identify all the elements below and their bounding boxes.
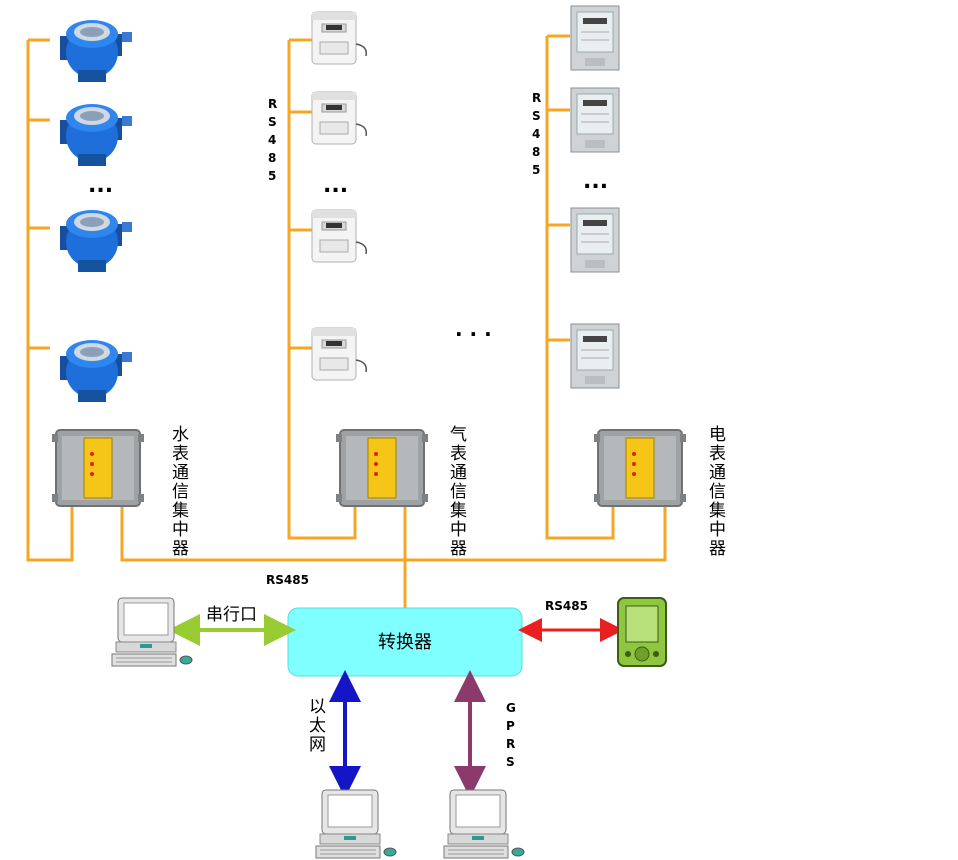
gas-meter-icon	[311, 327, 368, 381]
ellipsis-water: ...	[88, 173, 113, 198]
water-meter-icon	[60, 20, 132, 82]
water-concentrator-label: 水表通信集中器	[172, 425, 189, 559]
electric-meter-icon	[570, 323, 620, 389]
gas-meter-icon	[311, 91, 368, 145]
water-meter-icon	[60, 340, 132, 402]
concentrator-icon	[593, 429, 687, 507]
electric-meter-icon	[570, 87, 620, 153]
concentrator-icon	[51, 429, 145, 507]
ellipsis-middle: . . .	[455, 317, 492, 341]
concentrator-icon	[335, 429, 429, 507]
gas-meter-icon	[311, 209, 368, 263]
rs485-handheld-label: RS485	[545, 599, 588, 613]
handheld-terminal-icon	[617, 597, 667, 667]
ethernet-label: 以太网	[309, 697, 326, 755]
water-meter-icon	[60, 210, 132, 272]
gas-meter-icon	[311, 11, 368, 65]
computer-icon	[111, 597, 193, 667]
electric-meter-icon	[570, 5, 620, 71]
water-meter-icon	[60, 104, 132, 166]
computer-icon	[315, 789, 397, 859]
computer-icon	[443, 789, 525, 859]
converter-label: 转换器	[378, 632, 432, 653]
serial-port-label: 串行口	[206, 605, 257, 625]
electric-meter-icon	[570, 207, 620, 273]
gas-concentrator-label: 气表通信集中器	[450, 425, 467, 559]
ellipsis-electric: ...	[583, 169, 608, 194]
bus-lines	[26, 34, 667, 610]
electric-concentrator-label: 电表通信集中器	[709, 425, 726, 559]
ellipsis-gas: ...	[323, 173, 348, 198]
rs485-main-label: RS485	[266, 573, 309, 587]
